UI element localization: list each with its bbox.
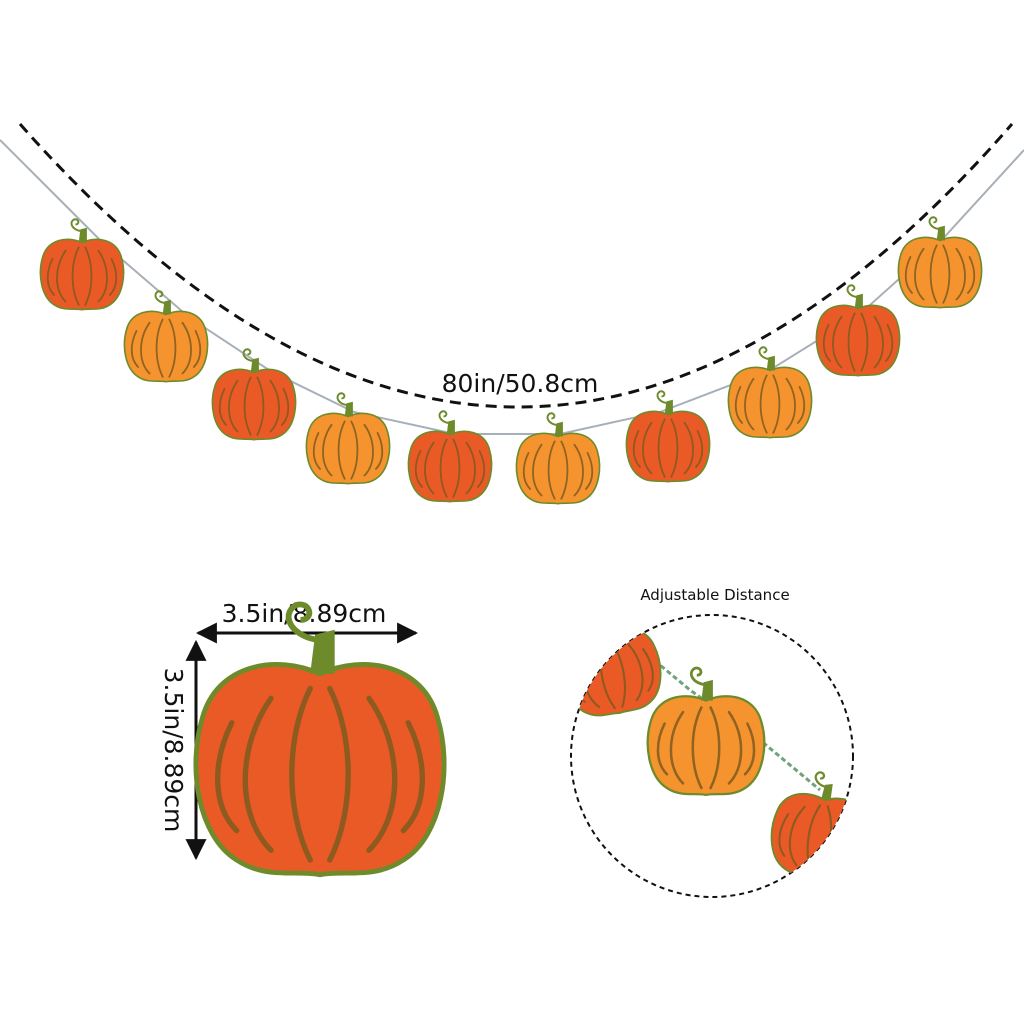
garland-pumpkin <box>39 218 125 311</box>
inset-pumpkins <box>571 615 853 880</box>
inset-pumpkin-center <box>646 666 766 797</box>
garland-pumpkin <box>815 284 901 377</box>
big-pumpkin <box>193 601 447 878</box>
inset-dashed-circle <box>570 614 854 898</box>
adjustable-distance-label: Adjustable Distance <box>640 586 789 604</box>
inset-pumpkin-left <box>571 615 662 717</box>
garland-length-dashed-arc <box>18 123 1014 409</box>
inset-closeup <box>571 615 853 880</box>
pumpkin-height-label: 3.5in/8.89cm <box>159 668 188 833</box>
garland-pumpkin <box>897 216 983 309</box>
garland-pumpkin <box>211 348 297 441</box>
pumpkin-closeup <box>193 601 447 878</box>
garland-string <box>0 139 1024 435</box>
garland-pumpkin <box>625 390 711 483</box>
garland-pumpkin <box>727 346 813 439</box>
garland-length-label: 80in/50.8cm <box>442 369 599 398</box>
garland-pumpkin <box>407 410 493 503</box>
garland-pumpkin <box>515 412 601 505</box>
garland-pumpkin <box>123 290 209 383</box>
inset-pumpkin-right <box>770 771 853 880</box>
garland-pumpkins <box>39 216 983 505</box>
garland-pumpkin <box>305 392 391 485</box>
